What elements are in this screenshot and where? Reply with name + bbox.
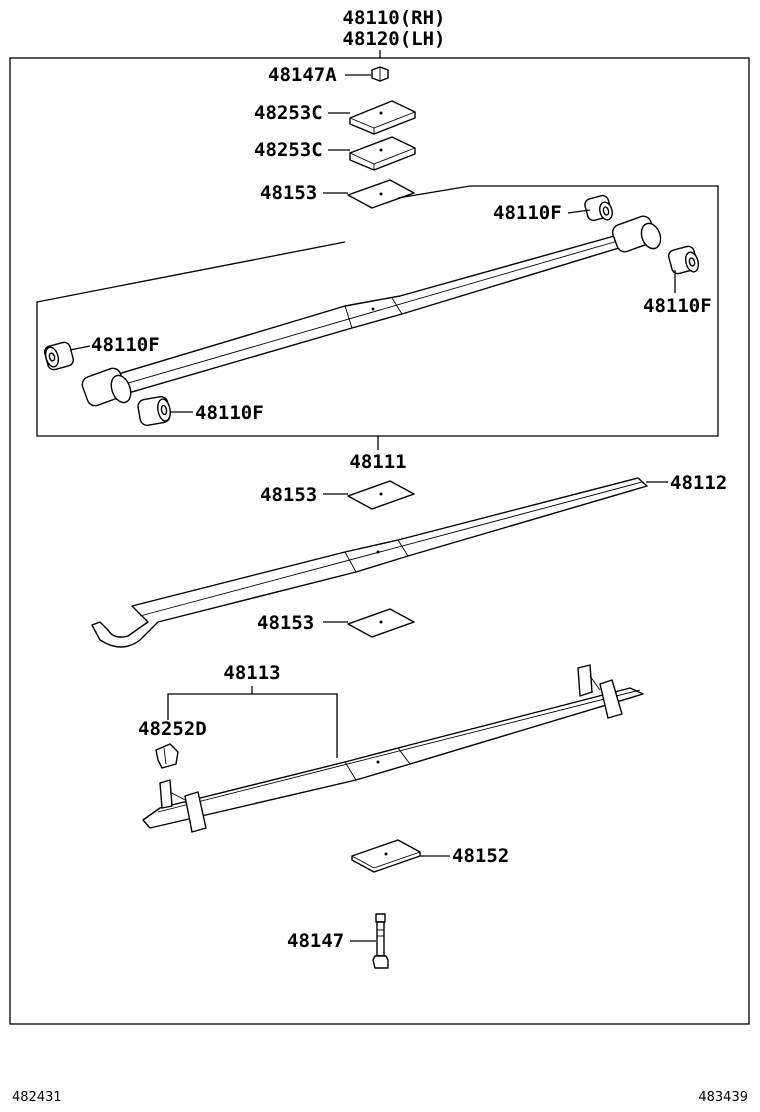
main-leaf-part[interactable] bbox=[80, 214, 664, 408]
clip-part[interactable] bbox=[155, 743, 179, 769]
label-plate[interactable]: 48152 bbox=[452, 845, 509, 867]
header-part-rh[interactable]: 48110(RH) bbox=[343, 7, 446, 29]
pad-part-1[interactable] bbox=[347, 179, 415, 209]
leader-bushing-urf bbox=[567, 209, 591, 214]
label-spacer-1[interactable]: 48253C bbox=[254, 102, 323, 124]
label-center-bolt[interactable]: 48147 bbox=[287, 930, 344, 952]
bushing-upper-right-rear[interactable] bbox=[667, 245, 700, 275]
pad-part-2[interactable] bbox=[347, 480, 415, 510]
label-third-leaf[interactable]: 48113 bbox=[223, 662, 280, 684]
label-pad-1[interactable]: 48153 bbox=[260, 182, 317, 204]
label-bushing-left-outer[interactable]: 48110F bbox=[91, 334, 160, 356]
nut-part[interactable] bbox=[371, 66, 389, 82]
label-second-leaf[interactable]: 48112 bbox=[670, 472, 727, 494]
spacer-part-2[interactable] bbox=[349, 136, 416, 171]
pad-part-3[interactable] bbox=[347, 608, 415, 638]
plate-part[interactable] bbox=[351, 839, 421, 873]
bushing-left-inner[interactable] bbox=[137, 396, 172, 427]
label-main-leaf[interactable]: 48111 bbox=[349, 451, 406, 473]
main-leaf-frame bbox=[36, 185, 719, 437]
second-leaf-part[interactable] bbox=[91, 477, 648, 648]
label-spacer-2[interactable]: 48253C bbox=[254, 139, 323, 161]
label-pad-3[interactable]: 48153 bbox=[257, 612, 314, 634]
footer-left-code: 482431 bbox=[12, 1090, 62, 1105]
third-leaf-part[interactable] bbox=[142, 664, 644, 833]
label-clip[interactable]: 48252D bbox=[138, 718, 207, 740]
leader-bushing-lo bbox=[69, 345, 91, 351]
footer-right-code: 483439 bbox=[698, 1090, 748, 1105]
label-pad-2[interactable]: 48153 bbox=[260, 484, 317, 506]
spacer-part-1[interactable] bbox=[349, 100, 416, 135]
label-bushing-upper-right-rear[interactable]: 48110F bbox=[643, 295, 712, 317]
center-bolt-part[interactable] bbox=[372, 913, 389, 969]
assembly-frame bbox=[9, 57, 750, 1025]
label-nut[interactable]: 48147A bbox=[268, 64, 337, 86]
label-bushing-left-inner[interactable]: 48110F bbox=[195, 402, 264, 424]
header-part-lh[interactable]: 48120(LH) bbox=[343, 28, 446, 50]
bushing-left-outer[interactable] bbox=[43, 341, 75, 371]
bushing-upper-right-front[interactable] bbox=[584, 194, 615, 222]
label-bushing-upper-right-front[interactable]: 48110F bbox=[493, 202, 562, 224]
